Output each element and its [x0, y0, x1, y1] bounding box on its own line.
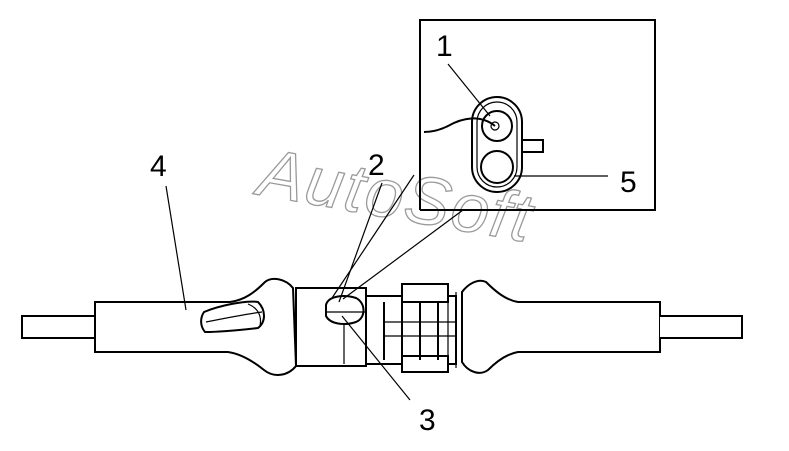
coupling-block [365, 295, 457, 365]
callout-4: 4 [150, 150, 167, 183]
inset-detail [419, 19, 656, 211]
leader-4 [165, 185, 187, 311]
leader-2b [342, 209, 464, 300]
leader-1 [447, 63, 491, 117]
callout-5: 5 [620, 166, 637, 199]
leader-2 [331, 174, 415, 299]
left-cable [21, 315, 95, 339]
inset-frame [419, 19, 656, 211]
connector-assembly [21, 277, 743, 376]
callout-2: 2 [368, 149, 385, 182]
callout-3: 3 [419, 404, 436, 437]
leader-2c [338, 182, 383, 303]
right-connector-housing [461, 279, 661, 374]
signal-wire [423, 117, 496, 133]
terminal-pin-1 [481, 110, 513, 142]
left-connector-housing [94, 277, 298, 376]
terminal-pin-5 [480, 150, 514, 184]
leader-lines [165, 63, 608, 401]
leader-3 [341, 315, 411, 401]
callout-1: 1 [436, 30, 453, 63]
right-cable [660, 315, 743, 339]
